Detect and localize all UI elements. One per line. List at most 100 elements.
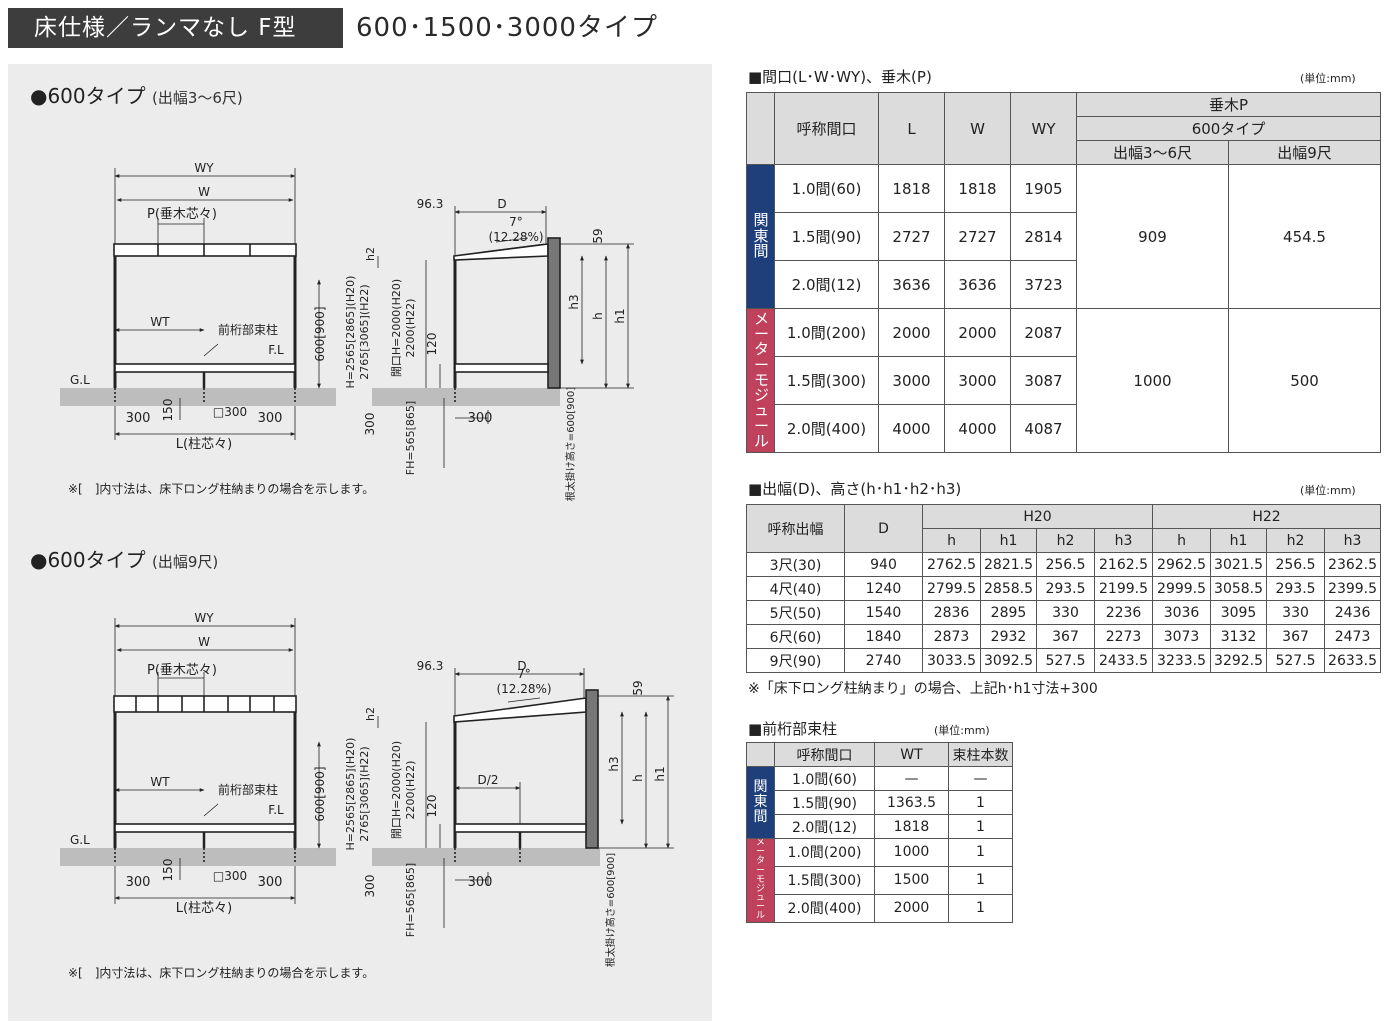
label-hdim: H=2565[2865](H20) — [344, 276, 357, 389]
corner-cell — [746, 92, 775, 165]
label-hdim2: 2765[3065](H22) — [358, 746, 371, 841]
col-sub: h1 — [980, 528, 1037, 553]
table1-title: ■間口(L･W･WY)、垂木(P) — [748, 68, 932, 86]
label-pct: (12.28%) — [496, 682, 551, 696]
projection-height-table: 呼称出幅 D H20 H22 h h1 h2 h3 h h1 h2 h3 3尺(… — [746, 504, 1382, 673]
table2-unit: (単位:mm) — [1300, 484, 1356, 497]
label-120: 120 — [425, 333, 439, 356]
label-l: L(柱芯々) — [176, 437, 232, 452]
table2-title: ■出幅(D)、高さ(h･h1･h2･h3) — [748, 480, 962, 498]
label-150: 150 — [161, 399, 175, 422]
table-cell: 9尺(90) — [746, 648, 845, 673]
table-cell: 2873 — [922, 624, 981, 649]
table-cell: 1905 — [1010, 164, 1077, 213]
label-d: D — [497, 197, 506, 211]
table-cell: 527.5 — [1266, 648, 1326, 673]
section-title-range: (出幅3〜6尺) — [151, 89, 243, 107]
table-cell: 2962.5 — [1152, 552, 1212, 577]
ground-side — [372, 388, 560, 406]
note-long-post-1: ※[ ]内寸法は、床下ロング柱納まりの場合を示します。 — [68, 482, 375, 496]
table-cell: 3636 — [944, 260, 1011, 309]
col-h22: H22 — [1152, 504, 1382, 529]
table2-footnote: ※「床下ロング柱納まり」の場合、上記h･h1寸法+300 — [748, 681, 1098, 697]
table-cell: 1 — [948, 865, 1013, 895]
col-w: W — [944, 92, 1011, 165]
table-cell: 293.5 — [1036, 576, 1095, 601]
label-post: 前桁部束柱 — [218, 322, 278, 337]
table-cell: 1.0間(60) — [774, 766, 875, 791]
col-h20: H20 — [921, 504, 1154, 529]
table-cell-p: 909 — [1076, 164, 1229, 309]
col-sub: h3 — [1324, 528, 1382, 553]
table-cell: 3132 — [1210, 624, 1268, 649]
label-p: P(垂木芯々) — [147, 663, 217, 678]
label-deg: 7° — [517, 667, 531, 681]
table-cell: 1.5間(300) — [774, 865, 875, 895]
label-hdim2: 2765[3065](H22) — [358, 284, 371, 379]
section-title-600-3-6: ●600タイプ (出幅3〜6尺) — [30, 80, 243, 109]
side-view — [453, 237, 561, 404]
table-cell: 256.5 — [1266, 552, 1326, 577]
col-name: 呼称間口 — [774, 742, 875, 767]
label-h3: h3 — [567, 294, 581, 309]
table-cell: 1.5間(300) — [774, 356, 879, 405]
ground-front — [60, 388, 336, 406]
table-cell: 2858.5 — [980, 576, 1037, 601]
table-cell: 2932 — [980, 624, 1037, 649]
label-300-side: 300 — [468, 875, 493, 890]
side-view — [453, 689, 599, 864]
table-cell: 940 — [844, 552, 923, 577]
table-cell: 2895 — [980, 600, 1037, 625]
label-neda: 根太掛け高さ=600[900] — [564, 387, 577, 501]
table-cell: 3021.5 — [1210, 552, 1268, 577]
table-cell: 1.5間(90) — [774, 212, 879, 261]
table-cell: 2000 — [874, 893, 949, 923]
col-d: D — [844, 504, 923, 553]
label-open: 開口H=2000(H20) — [390, 279, 403, 377]
front-view — [113, 243, 297, 404]
label-h2: h2 — [364, 707, 377, 721]
page-subtitle: 600･1500･3000タイプ — [356, 13, 658, 43]
table-cell-p: 1000 — [1076, 308, 1229, 453]
table-cell: 2.0間(400) — [774, 404, 879, 453]
label-120: 120 — [425, 795, 439, 818]
group-meter: メーターモジュール — [746, 308, 775, 453]
table-cell-p: 454.5 — [1227, 164, 1382, 309]
table-cell: 367 — [1266, 624, 1326, 649]
label-fh: FH=565[865] — [404, 863, 417, 937]
label-gl: G.L — [70, 833, 90, 847]
label-hdim: H=2565[2865](H20) — [344, 738, 357, 851]
table-cell: 2362.5 — [1324, 552, 1382, 577]
page-title: 床仕様／ランマなし F型 — [8, 8, 343, 48]
table-cell: 2236 — [1093, 600, 1154, 625]
table-cell: 367 — [1036, 624, 1095, 649]
table-cell: 2273 — [1093, 624, 1154, 649]
table-cell: 3036 — [1152, 600, 1212, 625]
label-open2: 2200(H22) — [404, 299, 417, 358]
label-h1: h1 — [653, 766, 667, 781]
table-cell: 1240 — [844, 576, 923, 601]
label-d: D — [517, 659, 526, 673]
label-300-left: 300 — [126, 411, 151, 426]
group-meter: メーターモジュール — [746, 838, 775, 923]
table-cell: 2087 — [1010, 308, 1077, 357]
col-count: 束柱本数 — [948, 742, 1013, 767]
table-cell: 2399.5 — [1324, 576, 1382, 601]
label-sq300: □300 — [213, 405, 247, 419]
table-cell: 1.0間(60) — [774, 164, 879, 213]
table-cell: 3087 — [1010, 356, 1077, 405]
label-59: 59 — [631, 680, 645, 695]
label-96-3: 96.3 — [417, 197, 444, 211]
label-96-3: 96.3 — [417, 659, 444, 673]
table-cell: 2821.5 — [980, 552, 1037, 577]
label-300-right: 300 — [258, 411, 283, 426]
label-open2: 2200(H22) — [404, 761, 417, 820]
section-title-text: ●600タイプ — [30, 548, 146, 572]
label-wy: WY — [194, 611, 214, 625]
table-cell: 1 — [948, 838, 1013, 867]
group-kanto: 関東間 — [746, 766, 775, 839]
col-taruki: 垂木P — [1075, 92, 1382, 117]
label-gl: G.L — [70, 373, 90, 387]
